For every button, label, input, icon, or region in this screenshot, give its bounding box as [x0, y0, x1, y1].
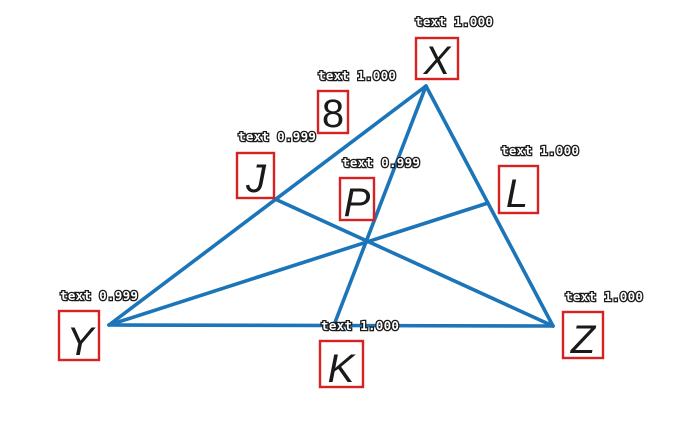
detection-j: J text 0.999 — [235, 128, 317, 201]
detection-score-x: text 1.000 — [415, 14, 493, 29]
detection-x: X text 1.000 — [414, 13, 495, 83]
detection-box-p — [338, 176, 376, 222]
detection-k: K text 1.000 — [318, 317, 400, 391]
point-label-l: L — [506, 172, 528, 216]
detection-score-l: text 1.000 — [501, 143, 579, 158]
vertex-label-x: X — [423, 39, 452, 83]
point-label-j: J — [245, 157, 267, 201]
detection-score-j: text 0.999 — [238, 129, 316, 144]
detection-box-x — [414, 36, 460, 81]
detection-score-z: text 1.000 — [565, 289, 643, 304]
cevian-zj — [273, 197, 555, 328]
cevian-xk — [332, 84, 428, 327]
detection-box-k — [318, 339, 365, 389]
detection-eight: 8 text 1.000 — [316, 67, 398, 136]
point-label-k: K — [328, 347, 357, 391]
detection-box-z — [561, 310, 605, 360]
detection-y: Y text 0.999 — [57, 287, 139, 364]
side-zx — [424, 84, 555, 328]
vertex-label-z: Z — [570, 318, 597, 362]
detection-p: P text 0.999 — [338, 154, 421, 225]
detection-score-p: text 0.999 — [342, 155, 420, 170]
detection-box-j — [235, 151, 276, 200]
detection-score-eight: text 1.000 — [318, 68, 396, 83]
detection-score-k: text 1.000 — [321, 318, 399, 333]
detection-box-l — [497, 164, 540, 215]
point-label-p: P — [344, 181, 371, 225]
detection-score-y: text 0.999 — [60, 288, 138, 303]
side-xy — [107, 84, 428, 327]
detection-box-eight — [316, 89, 350, 135]
detection-z: Z text 1.000 — [561, 288, 644, 362]
cevian-yl — [107, 201, 490, 327]
number-label-eight: 8 — [322, 92, 344, 136]
side-yz — [107, 323, 555, 328]
detection-l: L text 1.000 — [497, 142, 580, 216]
vertex-label-y: Y — [67, 320, 97, 364]
detection-box-y — [57, 309, 101, 362]
